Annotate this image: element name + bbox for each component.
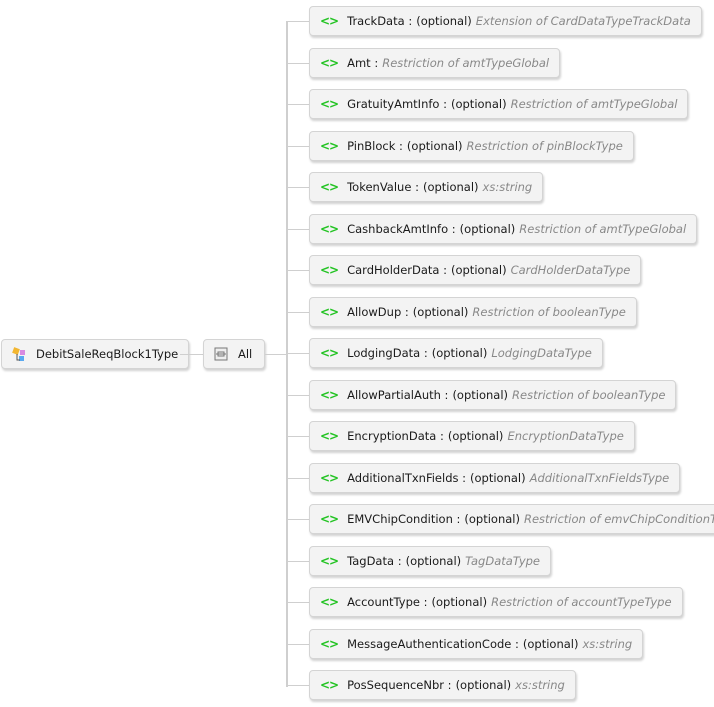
element-type: Extension of CardDataTypeTrackData bbox=[475, 14, 691, 28]
element-node[interactable]: <> AllowPartialAuth :(optional)Restrictio… bbox=[309, 380, 677, 410]
element-optional: (optional) bbox=[431, 595, 488, 609]
element-icon: <> bbox=[320, 346, 339, 360]
element-name: PinBlock : bbox=[347, 139, 403, 153]
element-name: PosSequenceNbr : bbox=[347, 678, 452, 692]
element-optional: (optional) bbox=[450, 97, 507, 111]
element-icon: <> bbox=[320, 678, 339, 692]
element-icon: <> bbox=[320, 637, 339, 651]
element-name: EMVChipCondition : bbox=[347, 512, 461, 526]
element-icon: <> bbox=[320, 97, 339, 111]
element-optional: (optional) bbox=[422, 180, 479, 194]
element-node[interactable]: <> AccountType :(optional)Restriction of … bbox=[309, 587, 683, 617]
element-type: Restriction of emvChipConditionType bbox=[523, 512, 714, 526]
element-name: AccountType : bbox=[347, 595, 428, 609]
element-type: EncryptionDataType bbox=[507, 429, 624, 443]
element-node[interactable]: <> TrackData :(optional)Extension of Card… bbox=[309, 6, 702, 36]
element-node[interactable]: <> Amt :Restriction of amtTypeGlobal bbox=[309, 48, 561, 78]
element-name: Amt : bbox=[347, 56, 379, 70]
element-icon: <> bbox=[320, 56, 339, 70]
element-icon: <> bbox=[320, 139, 339, 153]
root-type-node[interactable]: DebitSaleReqBlock1Type bbox=[1, 339, 190, 369]
element-icon: <> bbox=[320, 180, 339, 194]
element-optional: (optional) bbox=[447, 429, 504, 443]
element-icon: <> bbox=[320, 429, 339, 443]
element-type: xs:string bbox=[582, 637, 633, 651]
element-name: CardHolderData : bbox=[347, 263, 447, 277]
element-icon: <> bbox=[320, 595, 339, 609]
element-type: Restriction of booleanType bbox=[472, 305, 626, 319]
element-node[interactable]: <> AdditionalTxnFields :(optional)Additio… bbox=[309, 463, 681, 493]
all-group-label: All bbox=[238, 347, 253, 361]
element-type: LodgingDataType bbox=[491, 346, 592, 360]
element-type: AdditionalTxnFieldsType bbox=[529, 471, 670, 485]
element-node[interactable]: <> LodgingData :(optional)LodgingDataType bbox=[309, 338, 603, 368]
element-node[interactable]: <> AllowDup :(optional)Restriction of boo… bbox=[309, 297, 637, 327]
element-optional: (optional) bbox=[412, 305, 469, 319]
element-optional: (optional) bbox=[416, 14, 472, 28]
element-type: Restriction of accountTypeType bbox=[491, 595, 672, 609]
element-optional: (optional) bbox=[450, 263, 507, 277]
element-icon: <> bbox=[320, 305, 339, 319]
element-name: AllowPartialAuth : bbox=[347, 388, 449, 402]
element-optional: (optional) bbox=[452, 388, 509, 402]
element-type: Restriction of amtTypeGlobal bbox=[519, 222, 687, 236]
element-node[interactable]: <> EMVChipCondition :(optional)Restrictio… bbox=[309, 504, 714, 534]
element-name: GratuityAmtInfo : bbox=[347, 97, 447, 111]
all-compositor-icon bbox=[214, 347, 228, 361]
element-icon: <> bbox=[320, 388, 339, 402]
element-icon: <> bbox=[320, 512, 339, 526]
element-node[interactable]: <> TokenValue :(optional)xs:string bbox=[309, 172, 544, 202]
element-type: xs:string bbox=[482, 180, 533, 194]
element-name: MessageAuthenticationCode : bbox=[347, 637, 519, 651]
element-type: Restriction of pinBlockType bbox=[466, 139, 623, 153]
element-optional: (optional) bbox=[431, 346, 488, 360]
element-optional: (optional) bbox=[464, 512, 520, 526]
element-optional: (optional) bbox=[459, 222, 516, 236]
element-node[interactable]: <> GratuityAmtInfo :(optional)Restriction… bbox=[309, 89, 689, 119]
element-node[interactable]: <> CardHolderData :(optional)CardHolderDa… bbox=[309, 255, 642, 285]
element-name: LodgingData : bbox=[347, 346, 428, 360]
element-type: xs:string bbox=[515, 678, 565, 692]
element-node[interactable]: <> TagData :(optional)TagDataType bbox=[309, 546, 552, 576]
element-name: AdditionalTxnFields : bbox=[347, 471, 467, 485]
element-optional: (optional) bbox=[405, 554, 462, 568]
element-type: CardHolderDataType bbox=[510, 263, 631, 277]
element-node[interactable]: <> MessageAuthenticationCode :(optional)x… bbox=[309, 629, 644, 659]
element-name: CashbackAmtInfo : bbox=[347, 222, 456, 236]
element-optional: (optional) bbox=[406, 139, 463, 153]
complex-type-icon bbox=[12, 347, 25, 361]
element-icon: <> bbox=[320, 14, 339, 28]
element-optional: (optional) bbox=[455, 678, 512, 692]
element-type: Restriction of booleanType bbox=[512, 388, 666, 402]
element-optional: (optional) bbox=[470, 471, 526, 485]
element-icon: <> bbox=[320, 471, 339, 485]
element-name: TagData : bbox=[347, 554, 402, 568]
element-icon: <> bbox=[320, 222, 339, 236]
element-type: Restriction of amtTypeGlobal bbox=[382, 56, 550, 70]
element-name: TokenValue : bbox=[347, 180, 419, 194]
element-type: TagDataType bbox=[465, 554, 541, 568]
element-icon: <> bbox=[320, 554, 339, 568]
element-name: EncryptionData : bbox=[347, 429, 444, 443]
element-name: TrackData : bbox=[347, 14, 413, 28]
element-type: Restriction of amtTypeGlobal bbox=[510, 97, 678, 111]
element-optional: (optional) bbox=[522, 637, 579, 651]
element-name: AllowDup : bbox=[347, 305, 409, 319]
element-node[interactable]: <> CashbackAmtInfo :(optional)Restriction… bbox=[309, 214, 698, 244]
element-node[interactable]: <> PosSequenceNbr :(optional)xs:string bbox=[309, 670, 576, 700]
element-node[interactable]: <> PinBlock :(optional)Restriction of pin… bbox=[309, 131, 634, 161]
all-group-node[interactable]: All bbox=[203, 339, 265, 369]
root-type-label: DebitSaleReqBlock1Type bbox=[36, 347, 179, 361]
element-node[interactable]: <> EncryptionData :(optional)EncryptionDa… bbox=[309, 421, 635, 451]
element-icon: <> bbox=[320, 263, 339, 277]
